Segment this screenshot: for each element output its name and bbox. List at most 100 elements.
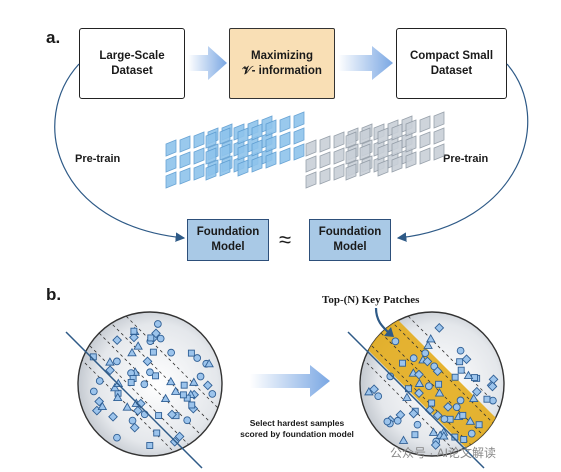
patch-tile <box>359 159 371 177</box>
patch-tile <box>237 143 249 161</box>
sample-square <box>146 442 154 449</box>
dashed-boundary <box>78 312 222 456</box>
sample-dot <box>391 337 400 346</box>
sample-triangle <box>160 393 171 403</box>
sample-diamond <box>105 365 115 376</box>
patch-tile <box>165 139 177 157</box>
sample-triangle <box>122 402 133 411</box>
compact-dataset-line2: Dataset <box>430 64 473 77</box>
sample-square <box>399 359 406 367</box>
patch-tile <box>179 167 191 185</box>
sample-square <box>155 412 163 420</box>
sample-dot <box>113 433 121 442</box>
sample-dot <box>452 403 461 411</box>
sample-diamond <box>174 431 185 442</box>
patch-tile <box>251 155 263 173</box>
sample-square <box>411 431 419 439</box>
sample-square <box>179 391 187 399</box>
sample-diamond <box>414 388 424 399</box>
sample-dot <box>167 348 175 357</box>
approx-symbol: ≈ <box>279 227 292 252</box>
sample-dot <box>489 396 497 405</box>
patch-tile <box>237 159 249 177</box>
selection-caption: Select hardest samples scored by foundat… <box>234 418 360 440</box>
arrow-pretrain-right <box>396 63 529 242</box>
gray-patch-stack-3 <box>377 111 445 177</box>
patch-tile <box>345 131 357 149</box>
sample-diamond <box>135 398 146 409</box>
patch-tile <box>405 135 417 153</box>
patch-tile <box>419 131 431 149</box>
sample-square <box>451 373 459 381</box>
sample-triangle <box>439 431 449 440</box>
patch-tile <box>433 111 445 129</box>
patch-tile <box>345 147 357 165</box>
patch-tile <box>219 143 231 161</box>
sample-dot <box>374 392 383 401</box>
sample-square <box>457 366 465 374</box>
sample-triangle <box>204 358 214 368</box>
patch-tile <box>193 163 205 181</box>
sample-dot <box>386 372 395 381</box>
sample-triangle <box>465 416 476 425</box>
patch-tile <box>391 123 403 141</box>
foundation-model-right: Foundation Model <box>309 219 391 261</box>
sample-triangle <box>425 334 436 343</box>
sample-diamond <box>202 380 213 391</box>
sample-square <box>456 358 464 366</box>
sample-diamond <box>112 335 123 346</box>
patch-tile <box>265 119 277 137</box>
sample-dot <box>140 380 149 389</box>
sample-triangle <box>105 357 115 366</box>
sample-dot <box>146 368 154 377</box>
sphere-content <box>78 312 222 456</box>
patch-tile <box>279 147 291 165</box>
sample-dot <box>467 429 476 438</box>
sample-square <box>460 436 468 443</box>
patch-tile <box>265 151 277 169</box>
sample-dot <box>113 357 121 366</box>
sample-dot <box>409 354 418 363</box>
large-dataset-line1: Large-Scale <box>99 49 165 62</box>
sample-diamond <box>369 384 379 395</box>
patch-tile <box>205 131 217 149</box>
vinfo-box: Maximizing 𝒱- information <box>229 28 335 99</box>
sample-dot <box>456 346 465 355</box>
patch-tile <box>279 131 291 149</box>
sample-square <box>483 395 491 403</box>
fm-left-line2: Model <box>211 241 245 253</box>
patch-tile <box>251 139 263 157</box>
patch-tile <box>419 147 431 165</box>
sample-triangle <box>428 427 439 436</box>
sample-diamond <box>432 366 443 377</box>
compact-dataset-box: Compact Small Dataset <box>396 28 507 99</box>
sample-dot <box>413 420 422 429</box>
sphere-left <box>65 311 223 469</box>
sample-triangle <box>133 341 143 350</box>
patch-tile <box>433 127 445 145</box>
patch-tile <box>359 143 371 161</box>
arrow-pretrain-left <box>54 63 186 242</box>
sample-triangle <box>468 393 479 403</box>
sample-diamond <box>487 381 498 392</box>
patch-tile <box>319 151 331 169</box>
sample-square <box>130 327 138 335</box>
sample-dot <box>183 416 192 425</box>
sample-diamond <box>422 356 433 367</box>
dashed-boundary <box>360 312 504 456</box>
patch-tile <box>333 147 345 165</box>
sample-triangle <box>166 376 176 386</box>
sample-square <box>471 374 478 382</box>
sample-dot <box>456 396 465 405</box>
sample-diamond <box>414 369 424 380</box>
sample-dot <box>128 416 137 425</box>
vinfo-line1: Maximizing <box>251 49 313 62</box>
sample-diamond <box>151 328 161 339</box>
arrow-b-middle <box>250 365 330 397</box>
arrow-vinfo-to-compact <box>338 46 393 80</box>
sample-dot <box>425 382 433 390</box>
sample-diamond <box>167 409 177 420</box>
sample-dot <box>89 387 98 396</box>
